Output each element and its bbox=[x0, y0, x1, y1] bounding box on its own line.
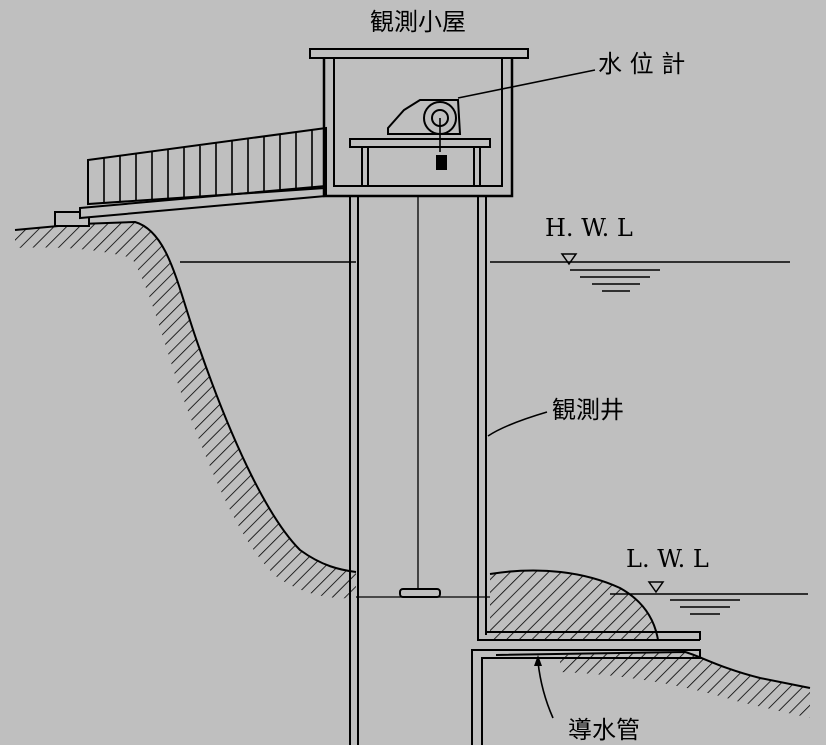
intake-pipe bbox=[471, 631, 701, 745]
observation-well-label: 観測井 bbox=[552, 396, 624, 424]
high-water-level-label: H. W. L bbox=[545, 214, 633, 242]
left-embankment bbox=[14, 220, 357, 599]
access-bridge bbox=[54, 126, 327, 227]
water-surfaces bbox=[180, 253, 808, 615]
well-shaft bbox=[349, 196, 487, 745]
right-bank bbox=[489, 569, 811, 718]
low-water-marker bbox=[647, 581, 740, 615]
intake-pipe-label: 導水管 bbox=[568, 716, 640, 744]
high-water-marker bbox=[560, 253, 660, 292]
observation-hut-label: 観測小屋 bbox=[370, 8, 466, 36]
water-level-gauge-label: 水 位 計 bbox=[598, 50, 685, 78]
low-water-level-label: L. W. L bbox=[626, 545, 709, 573]
leader-lines bbox=[457, 69, 596, 719]
water-level-gauge-device bbox=[387, 99, 462, 170]
